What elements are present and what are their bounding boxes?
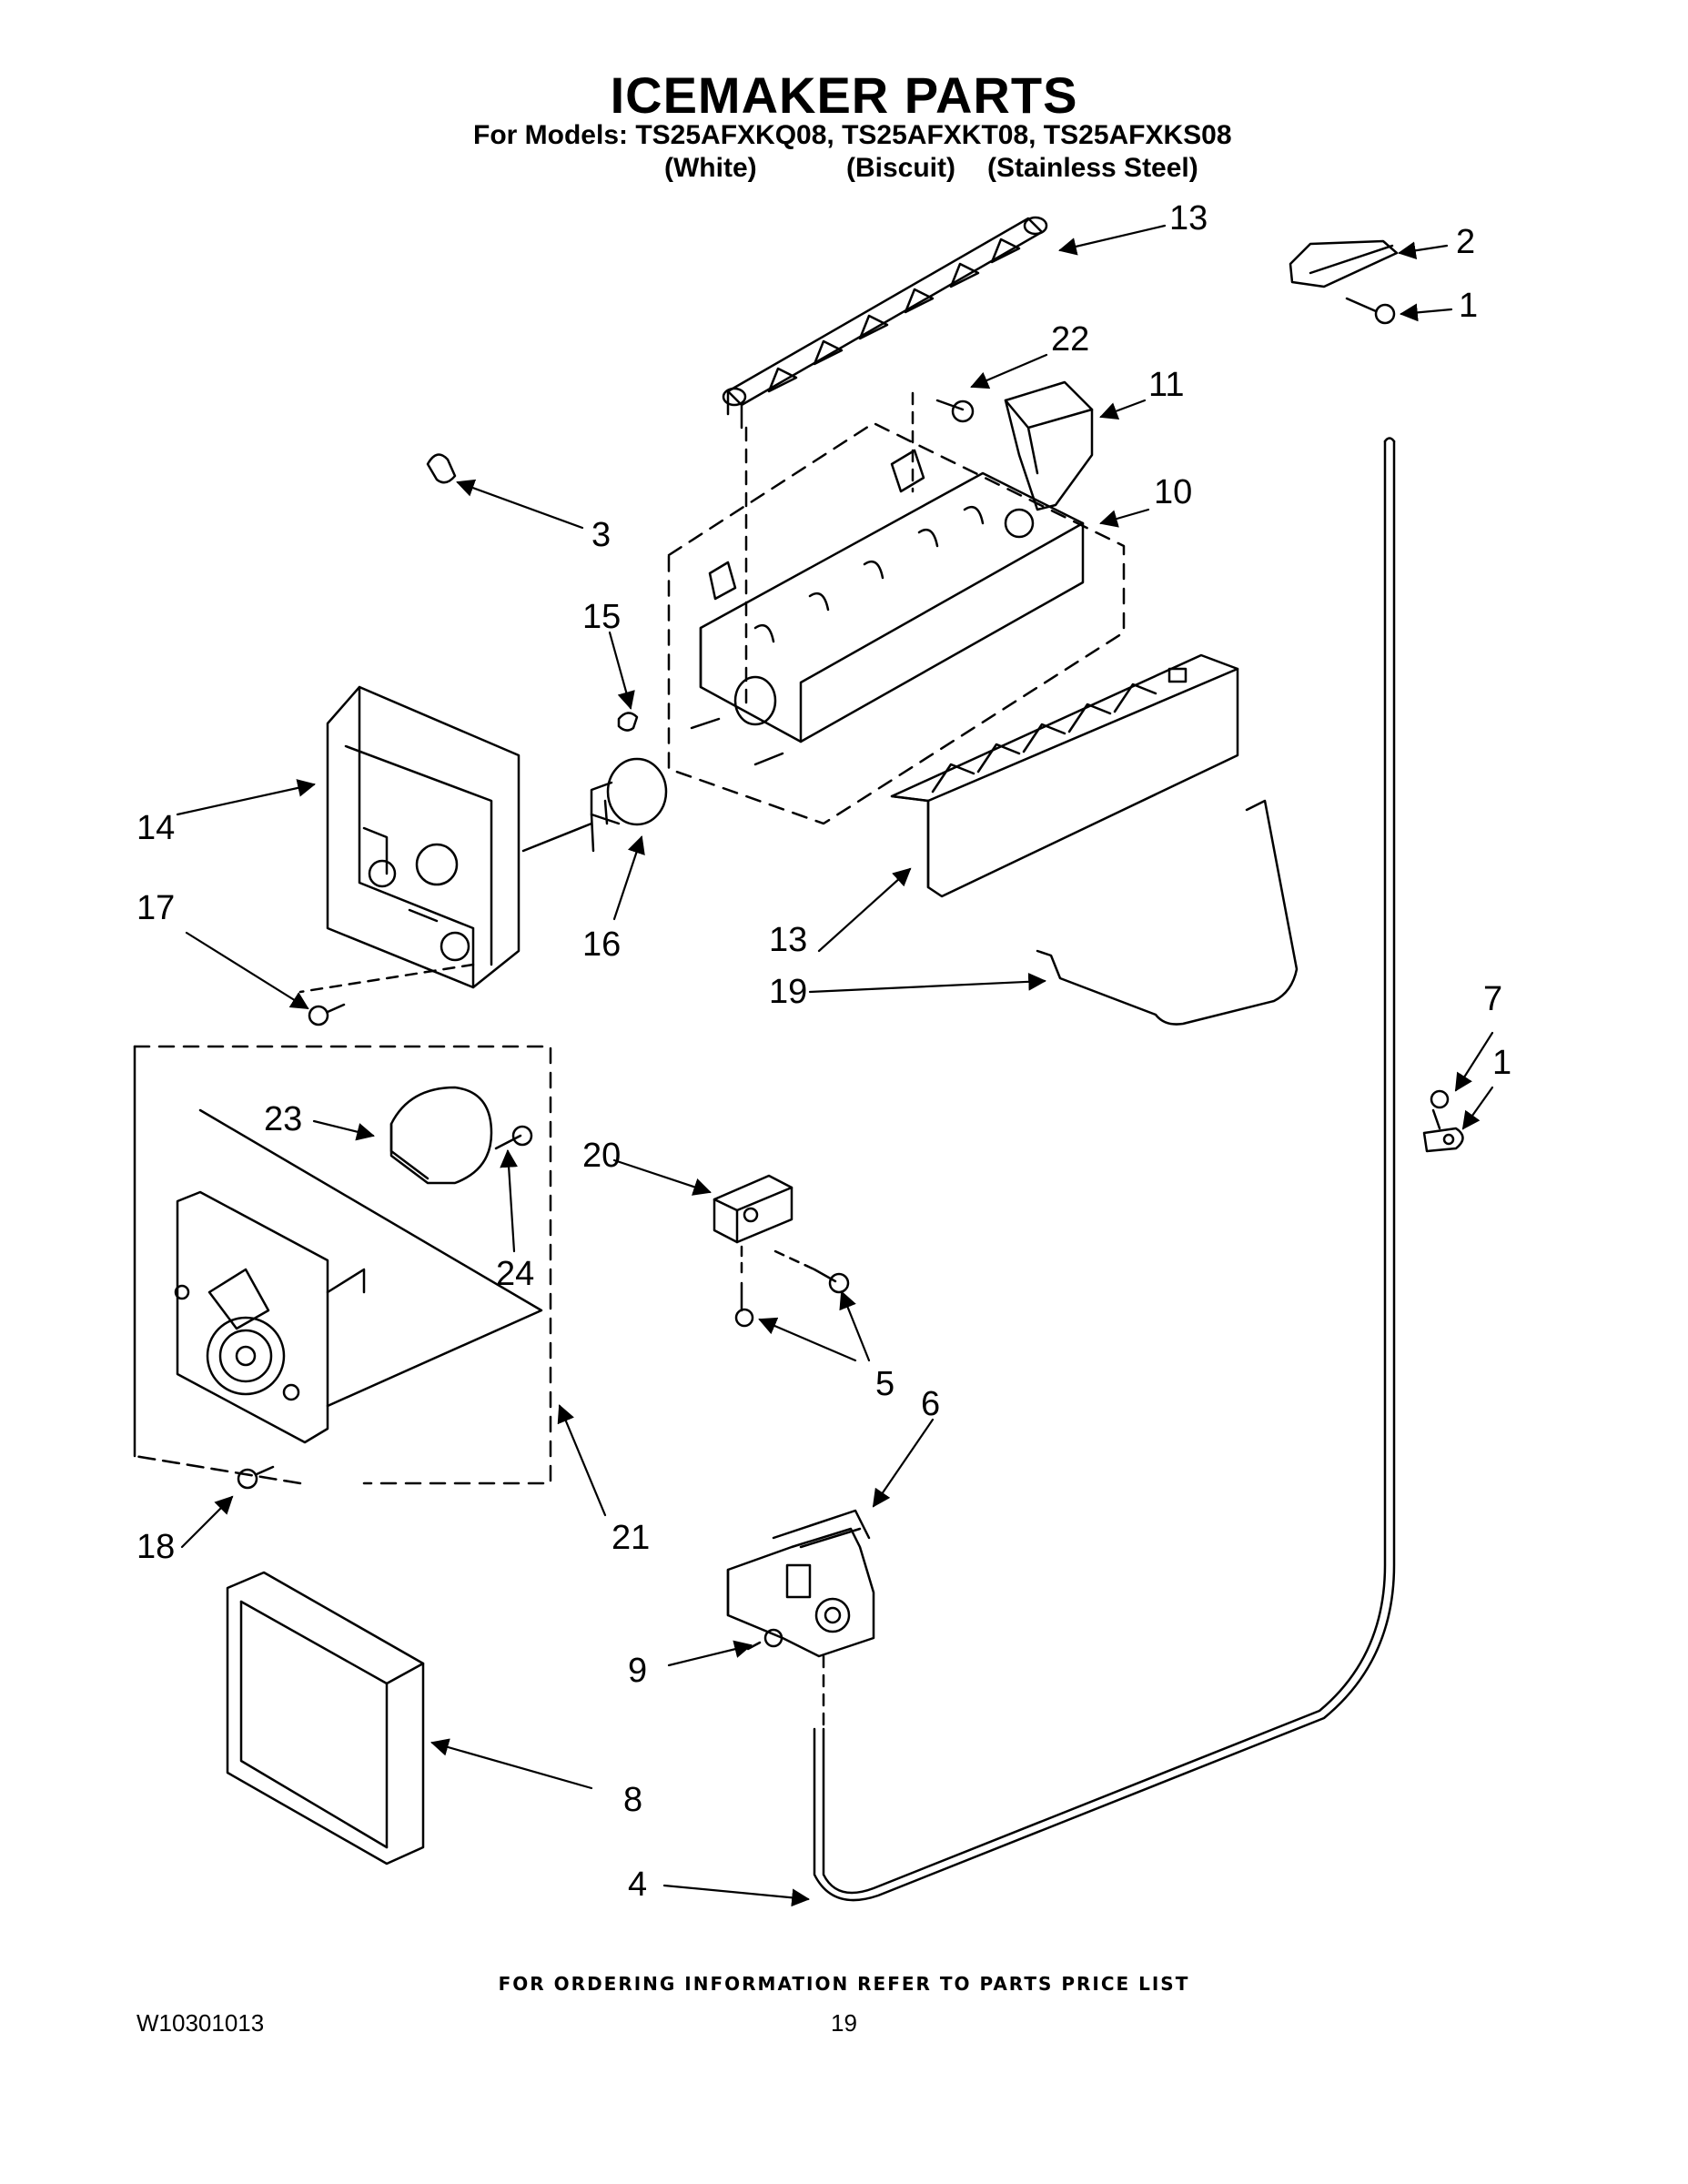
control-module-part [174,1190,366,1444]
mold-assembly-part [667,421,1126,825]
callout-23: 23 [264,1100,302,1138]
housing-part [326,685,593,989]
callout-8: 8 [623,1781,642,1819]
screw-9-part [746,1628,783,1651]
callout-15: 15 [582,598,621,636]
callout-22: 22 [1051,320,1089,359]
callout-labels: 13 2 1 22 11 10 3 15 14 16 17 13 19 7 1 … [136,199,1511,1904]
callout-20: 20 [582,1137,621,1175]
models-line: For Models: TS25AFXKQ08, TS25AFXKT08, TS… [473,120,1232,150]
screw-24-part [494,1125,533,1150]
color-white-label: (White) [664,153,757,183]
callout-1-clamp: 1 [1492,1044,1511,1082]
callout-5: 5 [875,1365,895,1403]
color-biscuit-label: (Biscuit) [846,153,955,183]
ordering-note: FOR ORDERING INFORMATION REFER TO PARTS … [498,1973,1190,1995]
screw-part [1345,297,1396,325]
callout-2: 2 [1456,223,1475,261]
screw-17-part [308,1003,346,1026]
clamp-part [1422,1089,1464,1153]
callout-19: 19 [769,973,807,1011]
page-title: ICEMAKER PARTS [610,66,1078,124]
callout-24: 24 [496,1255,534,1293]
page-number: 19 [831,2009,857,2037]
water-valve-part [726,1509,875,1658]
callout-9: 9 [628,1652,647,1690]
shutoff-arm-part [1036,799,1299,1026]
callout-18: 18 [136,1528,175,1566]
bracket-part [713,1174,793,1244]
ejector-blade-part [722,216,1048,430]
callout-6: 6 [921,1385,940,1423]
ice-stripper-part [890,653,1239,898]
clip-part [426,453,457,484]
insulation-pad-part [226,1571,425,1866]
screw-22-part [935,399,975,423]
callout-17: 17 [136,889,175,927]
screw-18-part [237,1465,275,1490]
callout-13: 13 [769,921,807,959]
screws-5-part [734,1268,850,1328]
callout-11: 11 [1148,366,1184,404]
fill-cup-part [1004,380,1094,511]
thermostat-part [590,757,668,853]
motor-part [198,1086,543,1408]
document-number: W10301013 [136,2009,265,2037]
water-tube-part [813,437,1396,1902]
callout-3: 3 [591,516,611,554]
callout-7: 7 [1483,980,1502,1018]
callout-14: 14 [136,809,175,847]
callout-10: 10 [1154,473,1192,511]
color-stainless-label: (Stainless Steel) [987,153,1198,183]
callout-16: 16 [582,925,621,964]
callout-1-top: 1 [1459,287,1478,325]
module-kit-outline [133,1045,552,1485]
callout-21: 21 [612,1519,650,1557]
callout-4: 4 [628,1866,647,1904]
callout-12: 13 [1169,199,1208,238]
cover-part [1289,239,1399,288]
small-clip-part [617,712,639,732]
